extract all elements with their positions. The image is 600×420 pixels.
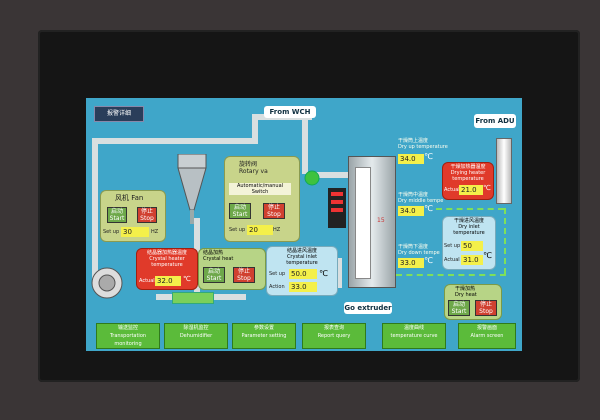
dry-inlet-panel: 干燥进风温度 Dry inlet temperature Set up 50 A… [442,216,496,270]
crystal-heater-panel: 结晶器加热器温度 Crystal heater temperature Actu… [136,248,198,290]
rotary-valve-icon [304,170,320,186]
rotary-title: 旋转阀 Rotary va [239,161,268,175]
dashed-line-vertical [504,148,506,274]
dry-heat-start-button[interactable]: 启动 Start [448,300,470,316]
nav-dehumidifier[interactable]: 除湿机监控 Dehumidifier [164,323,228,349]
dry-up-unit: ℃ [424,152,433,161]
crystal-heater-actual-value: 32.0 [155,276,181,286]
pipe-to-hopper [308,172,348,178]
crystal-inlet-setup-label: Set up [269,271,286,277]
rotary-stop-button[interactable]: 停止 Stop [263,203,285,219]
dry-up-value: 34.0 [398,154,424,164]
nav-report-query[interactable]: 报表查询 Report query [302,323,366,349]
dry-down-value: 33.0 [398,258,424,268]
fan-unit: HZ [151,229,159,235]
from-adu-tag: From ADU [474,114,516,128]
dry-down-title: 干燥筒下温度 Dry down tempe [398,244,440,256]
rotary-setup-label: Set up [229,227,246,233]
pipe-wch-down [302,114,308,174]
fan-title: 风机 Fan [115,194,144,202]
pipe-hopper-side [336,258,342,288]
hopper-display [328,188,346,228]
dry-inlet-setup-label: Set up [444,243,461,249]
auto-manual-switch[interactable]: Automatic/manual Switch [229,183,291,195]
dry-inlet-actual-label: Actual [444,257,460,263]
crystal-heat-start-button[interactable]: 启动 Start [203,267,225,283]
pipe-top-left [92,138,252,144]
fan-stop-button[interactable]: 停止 Stop [137,207,157,223]
dry-middle-value: 34.0 [398,206,424,216]
crystal-heat-panel: 结晶加热 Crystal heat 启动 Start 停止 Stop [198,248,266,290]
rotary-start-button[interactable]: 启动 Start [229,203,251,219]
drying-hopper: 15 [348,156,396,288]
dry-inlet-unit: ℃ [483,251,492,260]
dry-middle-title: 干燥筒中温度 Dry middle tempe [398,192,444,204]
crystal-heater-unit: ℃ [183,275,191,283]
dry-middle-unit: ℃ [424,204,433,213]
dry-inlet-title: 干燥进风温度 Dry inlet temperature [453,218,485,236]
crystal-inlet-panel: 结晶进风温度 Crystal inlet temperature Set up … [266,246,338,296]
dry-up-title: 干燥筒上温度 Dry up temperature [398,138,448,150]
dry-heat-stop-button[interactable]: 停止 Stop [475,300,497,316]
drying-heater-unit: ℃ [483,184,491,192]
crystal-heater-tube [172,292,214,304]
dashed-line-mid [436,208,504,210]
fan-setup-label: Set up [103,229,120,235]
crystal-inlet-setup-value[interactable]: 50.0 [289,269,317,279]
pipe-left [92,142,98,282]
crystal-inlet-unit: ℃ [319,269,328,278]
nav-transportation-monitoring[interactable]: 输送监控 Transportation monitoring [96,323,160,349]
drying-heater-value: 21.0 [459,185,483,195]
alarm-detail-button[interactable]: 报警详细 [94,106,144,122]
dry-heat-title: 干燥加热 Dry heat [455,286,477,298]
rotary-unit: HZ [273,227,281,233]
nav-alarm-screen[interactable]: 报警画面 Alarm screen [458,323,516,349]
rotary-valve-panel: 旋转阀 Rotary va Automatic/manual Switch 启动… [224,156,300,242]
hopper-scale-marker: 15 [377,217,385,224]
drying-heater-actual-label: Actual [444,187,460,193]
crystal-heat-stop-button[interactable]: 停止 Stop [233,267,255,283]
drying-heater-title: 干燥加热器温度 Drying heater temperature [450,164,486,182]
fan-setup-value[interactable]: 30 [121,227,149,237]
hopper-level-gauge [355,167,371,279]
fan-start-button[interactable]: 启动 Start [107,207,127,223]
crystal-heater-actual-label: Actual [139,278,155,284]
drying-heater-panel: 干燥加热器温度 Drying heater temperature Actual… [442,162,494,200]
dry-heat-panel: 干燥加热 Dry heat 启动 Start 停止 Stop [444,284,502,320]
from-wch-tag: From WCH [264,106,316,118]
crystal-heater-title: 结晶器加热器温度 Crystal heater temperature [146,250,187,268]
crystal-heat-title: 结晶加热 Crystal heat [203,250,234,262]
blower-fan-icon [91,267,123,299]
dashed-line-bottom [396,274,506,276]
hmi-screen: 报警详细 From WCH From ADU Go extruder 15 风机… [86,98,522,351]
dry-down-unit: ℃ [424,256,433,265]
dry-inlet-setup-value[interactable]: 50 [461,241,483,251]
nav-parameter-setting[interactable]: 参数设置 Parameter setting [232,323,296,349]
dry-inlet-actual-value: 31.0 [461,255,483,265]
crystal-inlet-title: 结晶进风温度 Crystal inlet temperature [286,248,318,266]
cyclone-separator [177,154,207,224]
adu-tube [496,138,512,204]
nav-temperature-curve[interactable]: 温度曲线 temperature curve [382,323,446,349]
rotary-setup-value[interactable]: 20 [247,225,273,235]
fan-panel: 风机 Fan 启动 Start 停止 Stop Set up 30 HZ [100,190,166,242]
crystal-inlet-actual-label: Action [269,284,285,290]
pipe-top-left-drop [252,114,258,144]
crystal-inlet-actual-value: 33.0 [289,282,317,292]
go-extruder-tag: Go extruder [344,302,392,314]
